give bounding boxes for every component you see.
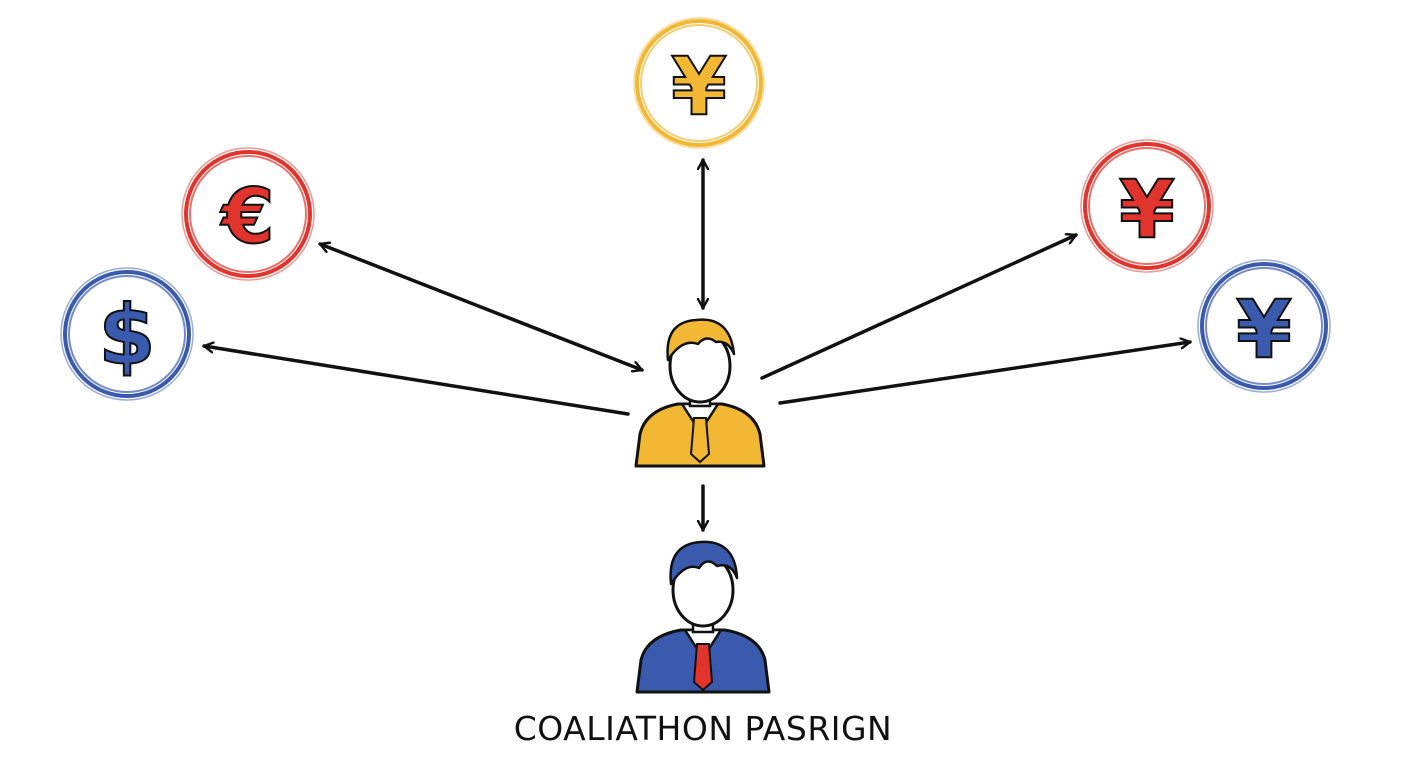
person-yellow bbox=[634, 318, 766, 468]
coin-yen-yellow: ¥ bbox=[633, 17, 765, 149]
coin-dollar-blue: $ bbox=[60, 267, 194, 401]
arrow-euro-person bbox=[318, 244, 644, 370]
connection-arrows bbox=[202, 158, 1192, 532]
arrow-person-dollar bbox=[202, 346, 630, 416]
arrow-person-yen-red bbox=[760, 235, 1078, 380]
coin-yen-blue: ¥ bbox=[1197, 259, 1331, 393]
euro-icon: € bbox=[220, 172, 275, 261]
yen-icon: ¥ bbox=[1236, 284, 1292, 377]
person-icon bbox=[634, 318, 766, 468]
arrow-person-yen-blue bbox=[778, 342, 1192, 405]
person-icon bbox=[635, 540, 771, 694]
coin-yen-red: ¥ bbox=[1080, 139, 1214, 273]
yen-icon: ¥ bbox=[671, 41, 727, 134]
yen-icon: ¥ bbox=[1119, 164, 1175, 257]
person-blue bbox=[635, 540, 771, 694]
coin-euro-red: € bbox=[181, 147, 315, 281]
dollar-icon: $ bbox=[98, 289, 155, 384]
diagram-caption: COALIATHON PASRIGN bbox=[514, 709, 893, 748]
